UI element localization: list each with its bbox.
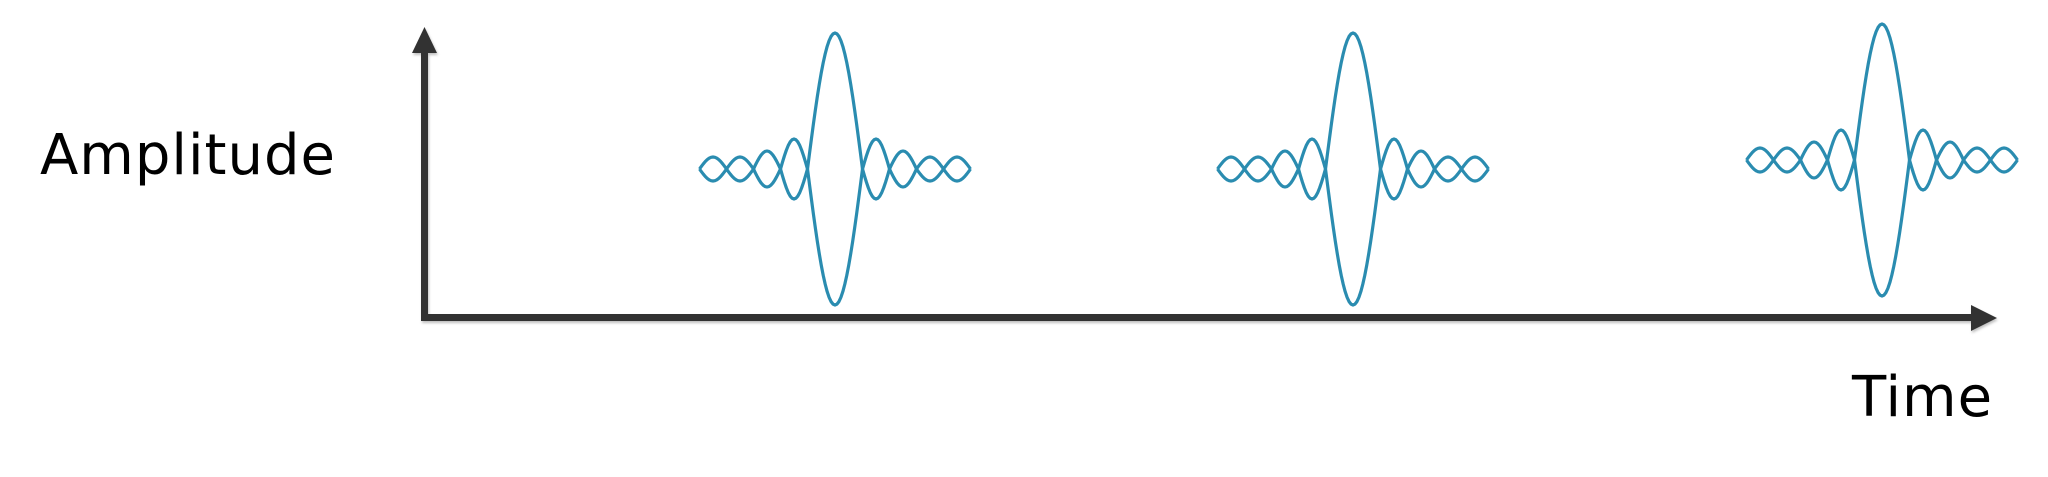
y-axis-arrow-icon [412, 27, 437, 53]
lower-envelope-trace [1216, 167, 1490, 307]
wave-packet-1 [698, 31, 972, 307]
lower-envelope-trace [1745, 158, 2019, 298]
y-axis-label: Amplitude [40, 123, 336, 188]
upper-envelope-trace [1216, 31, 1490, 171]
wave-packet-3 [1745, 22, 2019, 298]
upper-envelope-trace [698, 31, 972, 171]
x-axis-label: Time [1852, 365, 1994, 430]
pulse-series [698, 22, 2019, 307]
wave-packet-2 [1216, 31, 1490, 307]
axes [412, 27, 1997, 331]
upper-envelope-trace [1745, 22, 2019, 162]
x-axis-arrow-icon [1971, 305, 1997, 331]
lower-envelope-trace [698, 167, 972, 307]
